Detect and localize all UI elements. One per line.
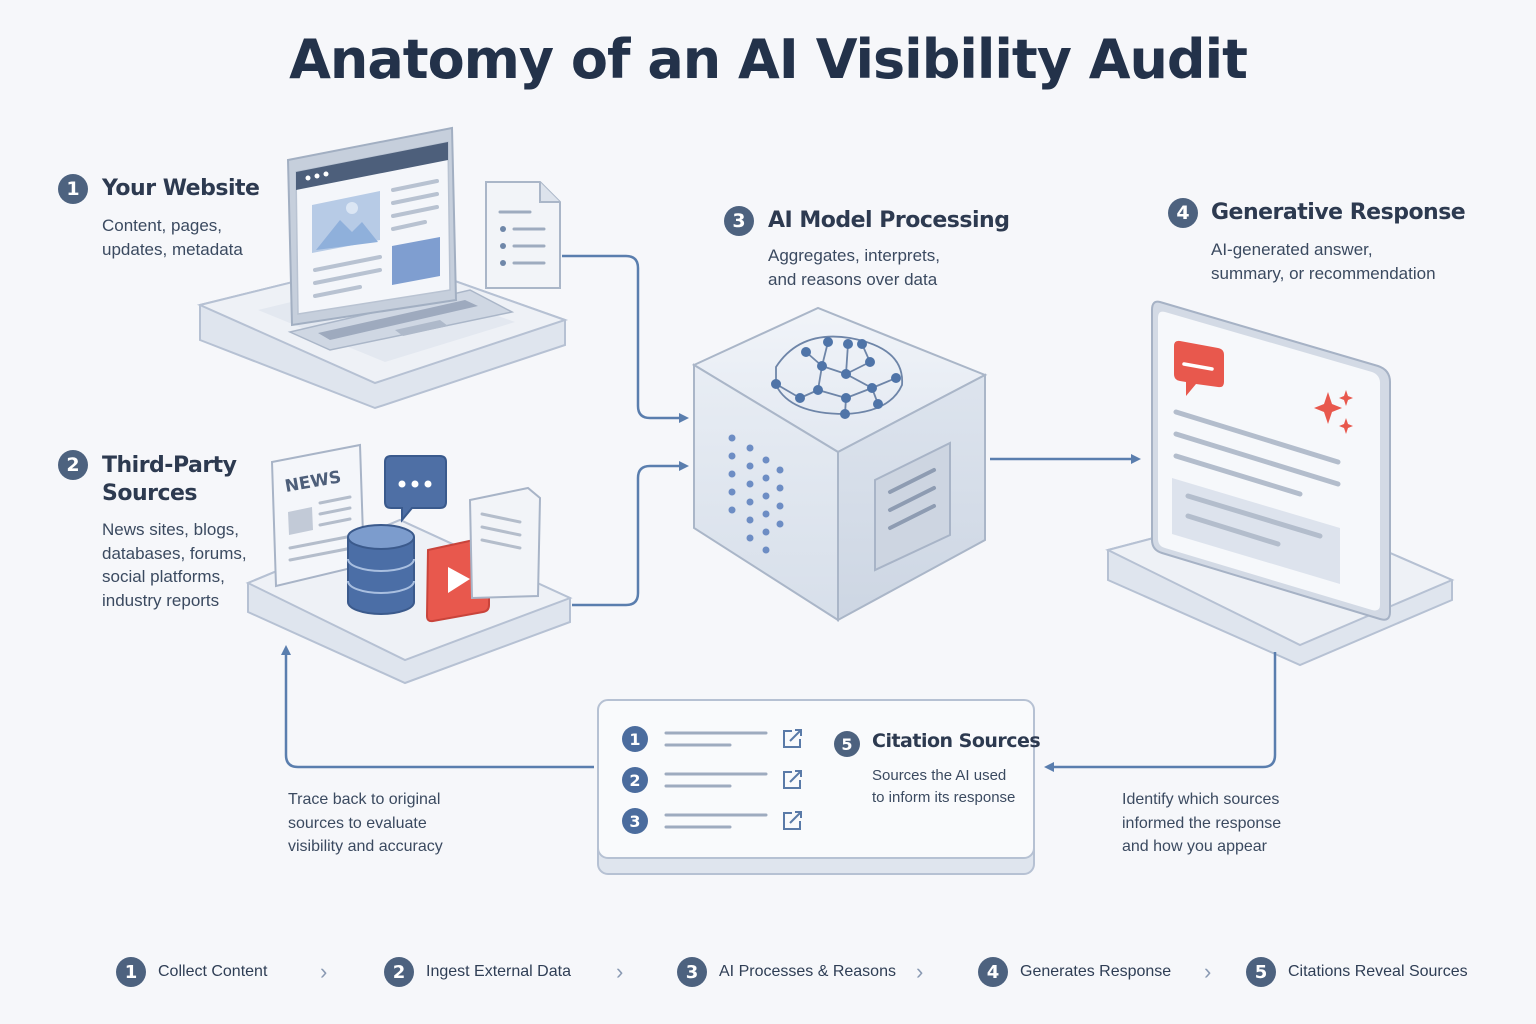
database-icon [347,524,415,615]
flow-step-3: 3 AI Processes & Reasons [677,952,896,992]
step-1-badge: 1 [58,174,88,204]
step-2-badge: 2 [58,450,88,480]
document-icon [485,181,561,289]
flow-step-label: Citations Reveal Sources [1288,963,1468,980]
flow-step-badge: 1 [116,957,146,987]
flow-step-badge: 4 [978,957,1008,987]
step-3-title: AI Model Processing [768,208,1010,233]
identify-sources-note: Identify which sources informed the resp… [1122,791,1282,855]
arrow-website-to-ai [562,254,689,423]
article-page-icon [468,486,542,600]
response-chat-icon [1174,340,1224,396]
chevron-right-icon: › [616,959,624,984]
citation-description: Sources the AI used to inform its respon… [872,767,1016,806]
process-flow-bar: 1 Collect Content › 2 Ingest External Da… [0,952,1536,992]
ai-model-cube [691,306,988,622]
external-link-icon[interactable] [783,811,802,830]
sparkle-icon [1314,390,1353,434]
flow-step-label: AI Processes & Reasons [719,963,896,980]
step-2-description: News sites, blogs, databases, forums, so… [102,520,247,610]
flow-step-badge: 3 [677,957,707,987]
step-3-badge: 3 [724,206,754,236]
step-4-description: AI-generated answer, summary, or recomme… [1211,240,1436,283]
arrow-response-to-citations [1044,652,1277,772]
citation-title: Citation Sources [872,730,1041,752]
flow-step-5: 5 Citations Reveal Sources [1246,952,1468,992]
arrow-citations-to-sources [281,645,594,769]
newspaper-icon: NEWS [270,443,366,588]
flow-step-label: Generates Response [1020,963,1172,980]
external-link-icon[interactable] [783,729,802,748]
step-5-badge: 5 [834,731,860,757]
citation-item-badge: 3 [622,808,648,834]
step-4-badge: 4 [1168,198,1198,228]
citation-item-badge: 2 [622,767,648,793]
flow-step-1: 1 Collect Content [116,952,267,992]
step-1-title: Your Website [102,176,260,201]
page-title: Anatomy of an AI Visibility Audit [289,28,1248,91]
arrow-sources-to-ai [572,461,689,607]
step-3-description: Aggregates, interprets, and reasons over… [768,246,940,289]
laptop-illustration [196,126,569,410]
citation-item-badge: 1 [622,726,648,752]
chevron-right-icon: › [320,959,328,984]
flow-step-label: Ingest External Data [426,963,571,980]
neural-nodes [771,337,901,419]
flow-step-2: 2 Ingest External Data [384,952,571,992]
flow-step-4: 4 Generates Response [978,952,1171,992]
flow-step-badge: 2 [384,957,414,987]
connector-arrows [281,254,1277,772]
trace-back-note: Trace back to original sources to evalua… [288,791,443,855]
step-4-title: Generative Response [1211,200,1466,225]
step-2-title: Third-Party Sources [102,453,237,506]
flow-step-label: Collect Content [158,963,268,980]
chevron-right-icon: › [916,959,924,984]
external-link-icon[interactable] [783,770,802,789]
step-1-description: Content, pages, updates, metadata [102,216,243,259]
chat-bubble-icon [384,455,447,523]
flow-step-badge: 5 [1246,957,1276,987]
citation-card [597,699,1035,875]
chevron-right-icon: › [1204,959,1212,984]
